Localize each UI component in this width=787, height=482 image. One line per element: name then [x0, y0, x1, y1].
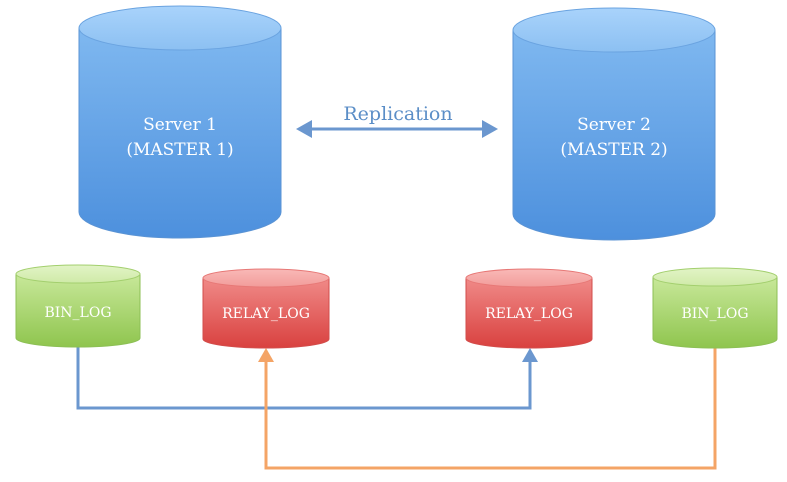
server-1-cylinder: Server 1 (MASTER 1)	[78, 5, 282, 239]
relay-log-1-label: RELAY_LOG	[222, 306, 310, 322]
bin-log-1-label: BIN_LOG	[44, 305, 111, 321]
bin-log-2-label: BIN_LOG	[681, 306, 748, 322]
server-2-cylinder: Server 2 (MASTER 2)	[512, 7, 716, 241]
server-2-name: Server 2	[577, 115, 651, 135]
bin-log-2-cylinder: BIN_LOG	[652, 267, 778, 349]
bin-log-1-cylinder: BIN_LOG	[15, 264, 141, 348]
replication-arrow: Replication	[296, 103, 498, 138]
replication-label: Replication	[343, 103, 452, 125]
relay-log-2-cylinder: RELAY_LOG	[465, 268, 593, 349]
orange-connector	[258, 345, 717, 470]
server-1-role: (MASTER 1)	[126, 140, 233, 160]
relay-log-1-cylinder: RELAY_LOG	[202, 268, 330, 349]
server-2-role: (MASTER 2)	[560, 140, 667, 160]
blue-connector	[76, 345, 538, 410]
relay-log-2-label: RELAY_LOG	[485, 306, 573, 322]
server-1-name: Server 1	[143, 115, 217, 135]
